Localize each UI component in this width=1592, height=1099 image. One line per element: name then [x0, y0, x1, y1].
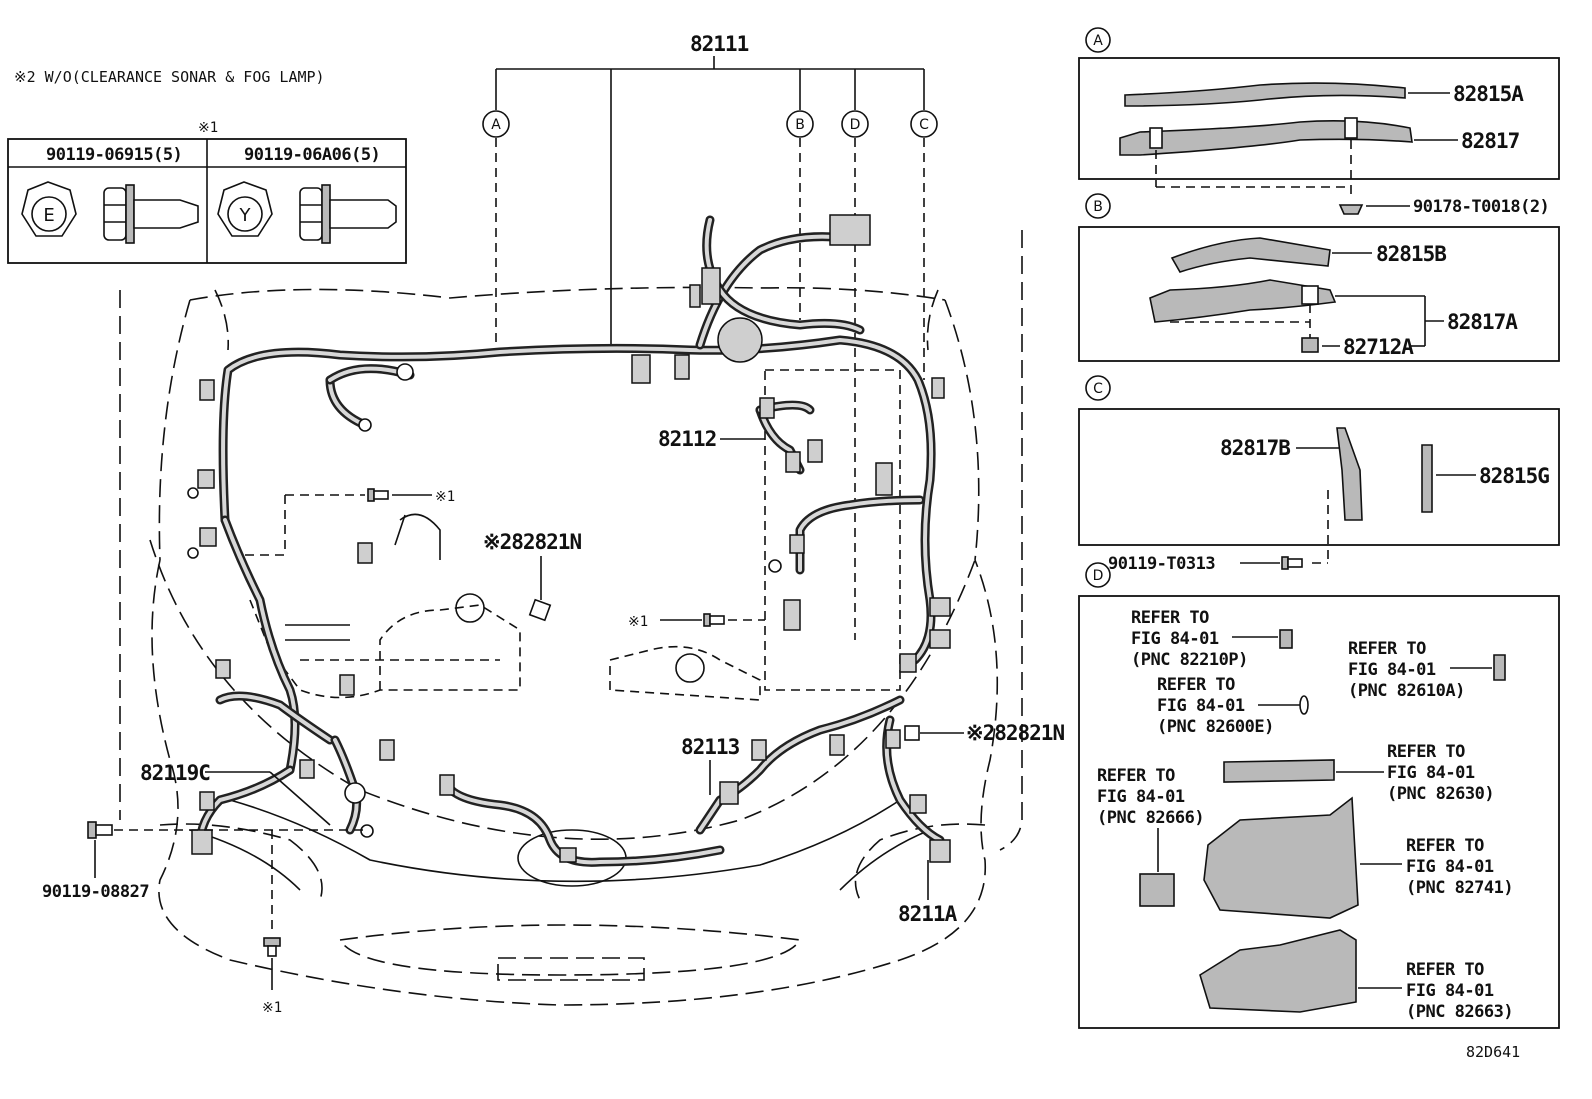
svg-text:(PNC 82210P): (PNC 82210P): [1131, 650, 1248, 670]
callout-detail-d: D: [1085, 562, 1111, 588]
svg-text:FIG 84-01: FIG 84-01: [1406, 981, 1494, 1001]
svg-text:A: A: [1093, 33, 1103, 49]
refer-82741: REFER TO FIG 84-01 (PNC 82741): [1203, 796, 1514, 919]
part-82817a: 82817A: [1149, 279, 1519, 346]
label-82112: 82112: [658, 427, 716, 451]
bolt-mark1-top: ※1: [245, 488, 455, 556]
label-82111: 82111: [690, 32, 749, 56]
svg-text:FIG 84-01: FIG 84-01: [1348, 660, 1436, 680]
svg-text:(PNC 82610A): (PNC 82610A): [1348, 681, 1465, 701]
callout-detail-a: A: [1085, 27, 1111, 53]
svg-text:E: E: [43, 205, 54, 226]
label-82113: 82113: [681, 735, 740, 759]
svg-text:82817B: 82817B: [1220, 436, 1290, 460]
label-82821n-center: ※282821N: [483, 530, 581, 554]
part-82815a: 82815A: [1124, 82, 1525, 107]
refer-82663: REFER TO FIG 84-01 (PNC 82663): [1199, 929, 1514, 1022]
svg-text:FIG 84-01: FIG 84-01: [1097, 787, 1185, 807]
svg-text:(PNC 82741): (PNC 82741): [1406, 878, 1513, 898]
bolt-e-head-icon: E: [21, 181, 77, 237]
wire-harness-82111: [215, 215, 945, 845]
part-82815b: 82815B: [1170, 237, 1447, 273]
figure-id: 82D641: [1466, 1043, 1520, 1061]
svg-text:D: D: [1093, 568, 1104, 584]
part-82712a: 82712A: [1301, 335, 1425, 359]
svg-text:82712A: 82712A: [1343, 335, 1414, 359]
callout-c: C: [910, 110, 938, 138]
bolt-mark1-mid: ※1: [628, 613, 765, 630]
svg-text:REFER TO: REFER TO: [1406, 836, 1484, 856]
bolt-90119-08827: 90119-08827: [42, 821, 365, 902]
svg-text:82815B: 82815B: [1376, 242, 1446, 266]
svg-text:FIG 84-01: FIG 84-01: [1157, 696, 1245, 716]
bolt-mark1-bottom: ※1: [262, 830, 282, 1016]
part-82817: 82817: [1119, 117, 1521, 198]
refer-82210p: REFER TO FIG 84-01 (PNC 82210P): [1131, 608, 1293, 670]
bolt-e-side-icon: [103, 184, 199, 244]
part-82815g: 82815G: [1421, 444, 1550, 513]
note-without-sonar: ※2 W/O(CLEARANCE SONAR & FOG LAMP): [14, 68, 325, 86]
vehicle-body-outline: [119, 230, 1023, 1006]
svg-text:※1: ※1: [435, 489, 455, 505]
svg-text:REFER TO: REFER TO: [1348, 639, 1426, 659]
bolt-col1-header: 90119-06915(5): [46, 145, 182, 165]
svg-text:REFER TO: REFER TO: [1157, 675, 1235, 695]
svg-text:(PNC 82666): (PNC 82666): [1097, 808, 1204, 828]
engine-outline: [249, 369, 901, 701]
svg-text:FIG 84-01: FIG 84-01: [1131, 629, 1219, 649]
svg-text:REFER TO: REFER TO: [1097, 766, 1175, 786]
svg-text:82817: 82817: [1461, 129, 1520, 153]
label-8211a: 8211A: [898, 902, 958, 926]
refer-82610a: REFER TO FIG 84-01 (PNC 82610A): [1348, 639, 1506, 701]
refer-82600e: REFER TO FIG 84-01 (PNC 82600E): [1157, 675, 1309, 737]
part-90119-t0313: 90119-T0313: [1108, 490, 1329, 574]
bolt-y-head-icon: Y: [217, 181, 273, 237]
svg-text:REFER TO: REFER TO: [1387, 742, 1465, 762]
svg-text:Y: Y: [239, 205, 252, 226]
bolt-table-mark: ※1: [198, 120, 218, 136]
detail-c-frame: [1078, 408, 1560, 546]
svg-text:82817A: 82817A: [1447, 310, 1518, 334]
label-82821n-right: ※282821N: [966, 721, 1064, 745]
svg-text:82815G: 82815G: [1479, 464, 1549, 488]
callout-detail-b: B: [1085, 193, 1111, 219]
bolt-col2-header: 90119-06A06(5): [244, 145, 380, 165]
svg-text:※1: ※1: [628, 614, 648, 630]
callout-detail-c: C: [1085, 375, 1111, 401]
svg-text:(PNC 82663): (PNC 82663): [1406, 1002, 1513, 1022]
svg-text:B: B: [1093, 199, 1103, 215]
svg-text:A: A: [491, 117, 501, 133]
svg-text:82815A: 82815A: [1453, 82, 1524, 106]
label-82119c: 82119C: [140, 761, 210, 785]
part-90178-t0018: 90178-T0018(2): [1338, 197, 1550, 217]
part-82817b: 82817B: [1220, 427, 1363, 521]
callout-d: D: [841, 110, 869, 138]
svg-text:FIG 84-01: FIG 84-01: [1387, 763, 1475, 783]
harness-connectors: [187, 214, 951, 863]
callout-a: A: [482, 110, 510, 138]
bolt-y-side-icon: [299, 184, 397, 244]
svg-text:C: C: [919, 117, 929, 133]
detail-a-frame: [1078, 57, 1560, 180]
clip-82821n-center: [528, 598, 552, 622]
svg-text:FIG 84-01: FIG 84-01: [1406, 857, 1494, 877]
svg-text:(PNC 82600E): (PNC 82600E): [1157, 717, 1274, 737]
svg-text:C: C: [1093, 381, 1103, 397]
svg-text:90119-08827: 90119-08827: [42, 882, 149, 902]
svg-text:90119-T0313: 90119-T0313: [1108, 554, 1215, 574]
svg-text:※1: ※1: [262, 1000, 282, 1016]
svg-text:B: B: [795, 117, 805, 133]
svg-text:REFER TO: REFER TO: [1406, 960, 1484, 980]
refer-82666: REFER TO FIG 84-01 (PNC 82666): [1097, 766, 1205, 907]
svg-text:D: D: [850, 117, 861, 133]
refer-82630: REFER TO FIG 84-01 (PNC 82630): [1223, 742, 1495, 804]
svg-text:90178-T0018(2): 90178-T0018(2): [1413, 197, 1549, 217]
bolt-table: 90119-06915(5) 90119-06A06(5) E Y: [7, 138, 407, 264]
svg-text:REFER TO: REFER TO: [1131, 608, 1209, 628]
clip-82821n-right: [904, 725, 920, 741]
callout-b: B: [786, 110, 814, 138]
svg-text:(PNC 82630): (PNC 82630): [1387, 784, 1494, 804]
